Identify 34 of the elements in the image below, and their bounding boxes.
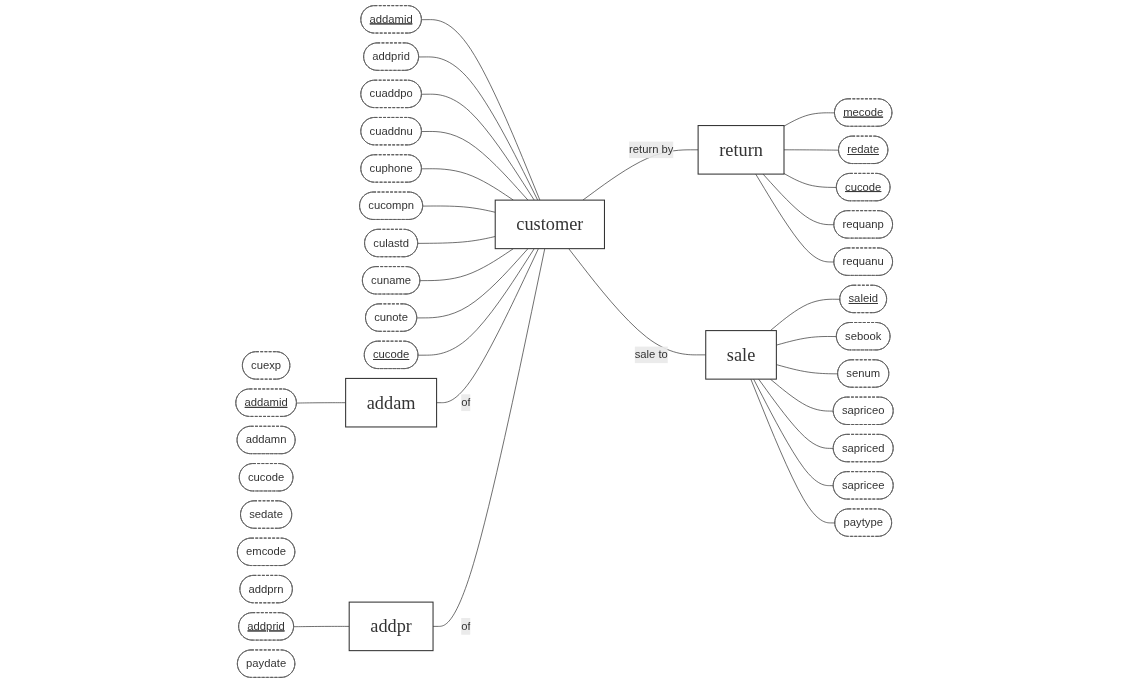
connector	[421, 131, 529, 201]
edge-label: return by	[629, 143, 674, 156]
connector	[436, 248, 539, 404]
node-box: addpr	[348, 601, 434, 652]
connector	[417, 248, 535, 356]
connector	[762, 173, 835, 226]
connector	[776, 364, 839, 375]
edge-label: of	[461, 396, 471, 409]
connector	[422, 205, 496, 213]
connector	[750, 378, 836, 524]
connector	[776, 336, 838, 346]
node-box: return	[697, 125, 785, 175]
connector	[421, 168, 514, 201]
node-box: addam	[345, 377, 438, 428]
connector	[783, 149, 840, 151]
connector	[783, 112, 836, 127]
connector	[753, 378, 834, 487]
connector	[770, 298, 841, 331]
connector	[770, 378, 834, 412]
connector	[758, 378, 834, 449]
edge-label: of	[461, 620, 471, 632]
connector	[783, 173, 838, 188]
connector	[296, 402, 346, 404]
connector	[755, 173, 835, 263]
connector	[417, 236, 496, 244]
connector	[418, 56, 539, 201]
connector	[421, 19, 541, 201]
edge-label: sale to	[634, 348, 668, 361]
node-box: customer	[494, 199, 605, 250]
connector	[416, 248, 529, 319]
connector	[419, 248, 514, 281]
connector	[421, 93, 535, 201]
node-box: sale	[705, 330, 777, 380]
connector	[293, 626, 350, 628]
